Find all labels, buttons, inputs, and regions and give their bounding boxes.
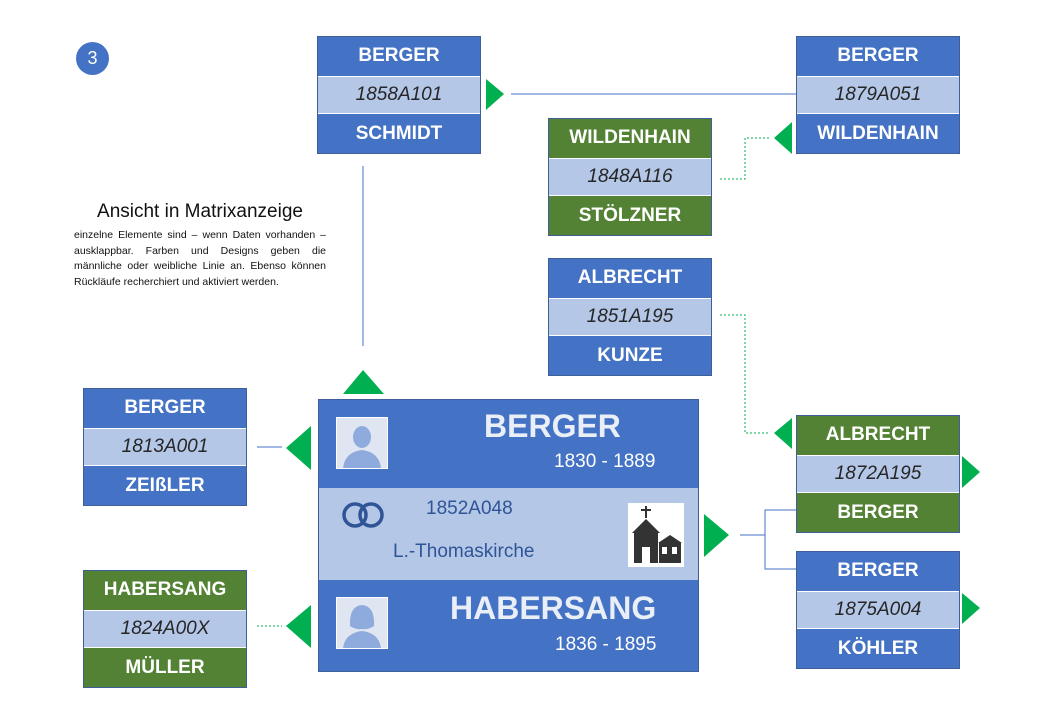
card-partner: MÜLLER <box>84 648 246 688</box>
card-id: 1879A051 <box>797 75 959 115</box>
card-surname: WILDENHAIN <box>549 119 711 158</box>
card-partner: BERGER <box>797 493 959 533</box>
marriage-place: L.-Thomaskirche <box>393 541 535 562</box>
card-surname: HABERSANG <box>84 571 246 610</box>
card-id: 1848A116 <box>549 157 711 197</box>
connector-line-dashed <box>720 137 770 180</box>
info-description: einzelne Elemente sind – wenn Daten vorh… <box>74 229 326 288</box>
card-partner: WILDENHAIN <box>797 114 959 154</box>
card-surname: ALBRECHT <box>797 416 959 455</box>
expand-arrow-icon <box>704 514 729 557</box>
expand-arrow-icon <box>774 122 792 154</box>
expand-arrow-icon <box>962 593 980 624</box>
person-card-habersang-1824A00X[interactable]: HABERSANG 1824A00X MÜLLER <box>83 570 247 688</box>
person-card-berger-1879A051[interactable]: BERGER 1879A051 WILDENHAIN <box>796 36 960 154</box>
expand-arrow-icon <box>486 79 504 110</box>
person-card-berger-1813A001[interactable]: BERGER 1813A001 ZEIßLER <box>83 388 247 506</box>
connector-line-dashed <box>720 314 770 434</box>
wife-dates: 1836 - 1895 <box>555 634 657 655</box>
expand-arrow-icon <box>343 370 384 394</box>
family-card-main[interactable]: BERGER 1830 - 1889 1852A048 L.-Thomaskir… <box>318 399 699 672</box>
connector-line <box>764 509 796 570</box>
person-card-berger-1858A101[interactable]: BERGER 1858A101 SCHMIDT <box>317 36 481 154</box>
card-surname: BERGER <box>797 37 959 76</box>
card-surname: BERGER <box>84 389 246 428</box>
expand-arrow-icon <box>286 605 311 648</box>
card-surname: BERGER <box>797 552 959 591</box>
husband-dates: 1830 - 1889 <box>554 451 656 472</box>
card-id: 1851A195 <box>549 297 711 337</box>
card-surname: ALBRECHT <box>549 259 711 298</box>
person-card-berger-1875A004[interactable]: BERGER 1875A004 KÖHLER <box>796 551 960 669</box>
expand-arrow-icon <box>774 418 792 449</box>
wife-section: HABERSANG 1836 - 1895 <box>319 580 698 671</box>
person-card-albrecht-1872A195[interactable]: ALBRECHT 1872A195 BERGER <box>796 415 960 533</box>
marriage-id: 1852A048 <box>426 498 513 519</box>
card-id: 1875A004 <box>797 590 959 630</box>
info-title: Ansicht in Matrixanzeige <box>97 201 303 222</box>
card-id: 1824A00X <box>84 609 246 649</box>
female-avatar-icon <box>336 597 388 649</box>
husband-name: BERGER <box>484 408 621 444</box>
card-id: 1858A101 <box>318 75 480 115</box>
card-id: 1813A001 <box>84 427 246 467</box>
card-surname: BERGER <box>318 37 480 76</box>
person-card-wildenhain-1848A116[interactable]: WILDENHAIN 1848A116 STÖLZNER <box>548 118 712 236</box>
husband-section: BERGER 1830 - 1889 <box>319 400 698 488</box>
card-id: 1872A195 <box>797 454 959 494</box>
card-partner: STÖLZNER <box>549 196 711 236</box>
card-partner: KÖHLER <box>797 629 959 669</box>
card-partner: KUNZE <box>549 336 711 376</box>
card-partner: SCHMIDT <box>318 114 480 154</box>
wedding-rings-icon <box>342 502 384 528</box>
card-partner: ZEIßLER <box>84 466 246 506</box>
male-avatar-icon <box>336 417 388 469</box>
person-card-albrecht-1851A195[interactable]: ALBRECHT 1851A195 KUNZE <box>548 258 712 376</box>
church-icon <box>628 503 684 567</box>
expand-arrow-icon <box>962 456 980 488</box>
expand-arrow-icon <box>286 426 311 470</box>
wife-name: HABERSANG <box>450 590 657 626</box>
step-badge: 3 <box>76 42 109 75</box>
